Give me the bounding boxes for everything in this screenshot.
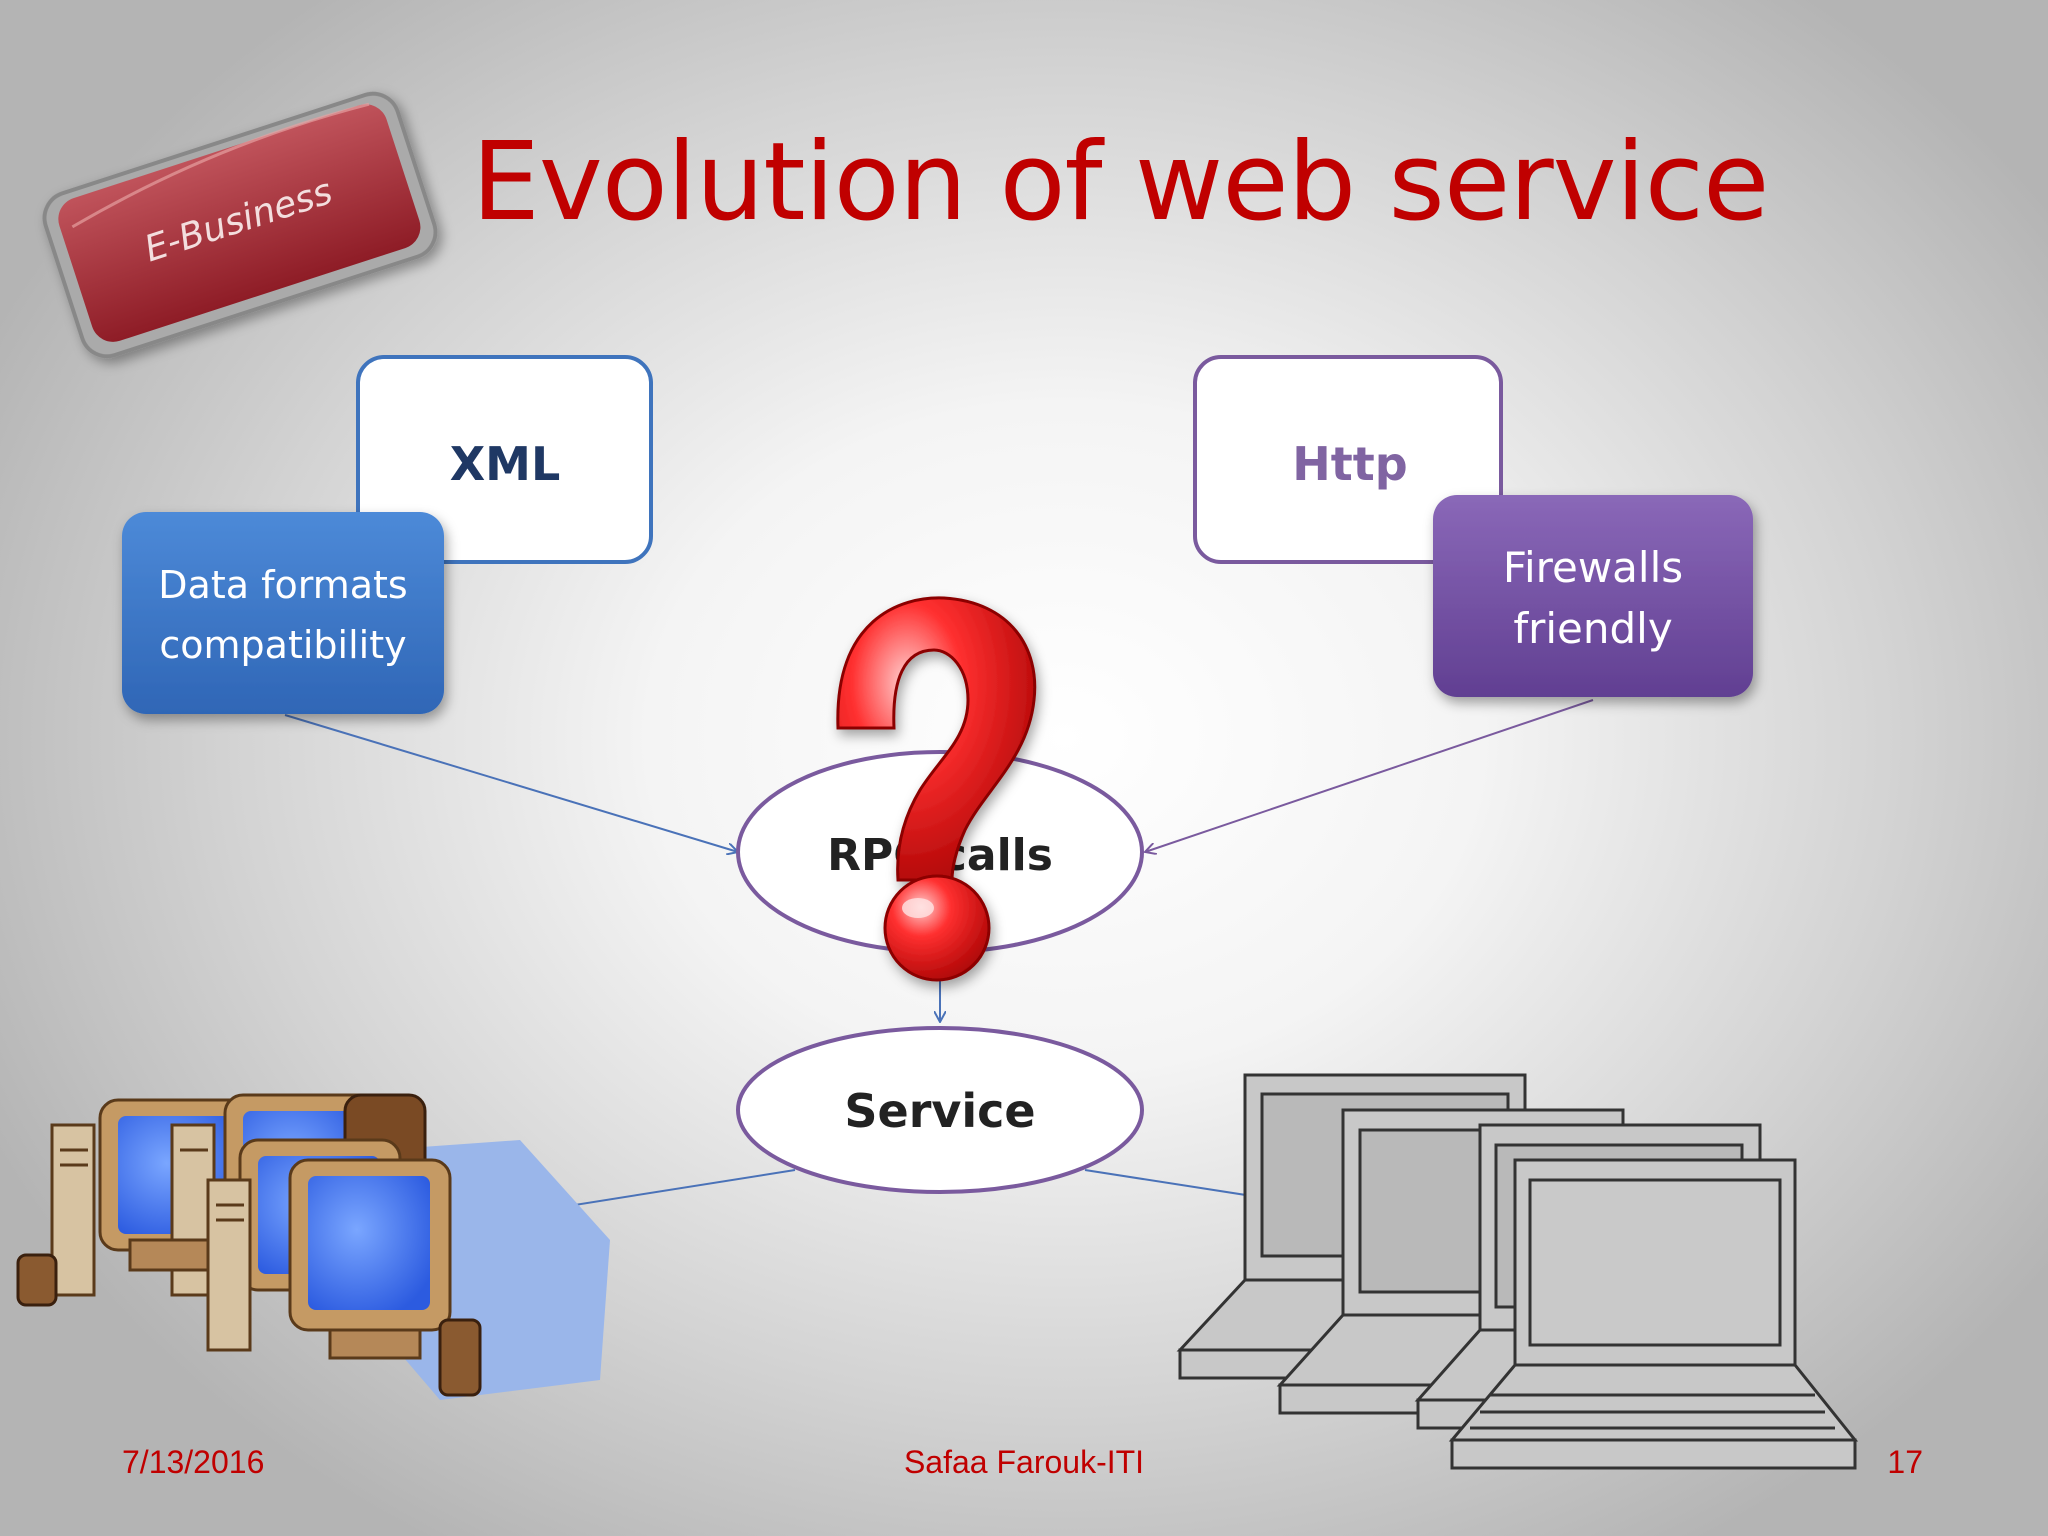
service-label: Service [844,1084,1035,1138]
xml-note-line2: compatibility [159,623,406,667]
question-mark-icon [836,596,1037,982]
http-box: Http [1193,355,1503,564]
footer-author: Safaa Farouk-ITI [903,1444,1145,1480]
desktop-computers-icon [16,1093,610,1400]
slide-title: Evolution of web service [471,120,1770,245]
xml-note-line1: Data formats [158,563,407,607]
http-note-line1: Firewalls [1503,543,1683,592]
service-node: Service [736,1026,1144,1194]
http-label: Http [1292,437,1407,491]
http-note-box: Firewalls friendly [1433,495,1753,697]
footer-page-number: 17 [1887,1444,1923,1480]
footer-date: 7/13/2016 [122,1444,265,1480]
laptops-icon [1176,1073,1859,1470]
http-note-line2: friendly [1513,604,1672,653]
xml-label: XML [450,437,561,491]
http-to-rpc-arrow [1145,699,1594,852]
e-business-logo: E-Business [42,91,438,359]
xml-to-rpc-arrow [284,714,738,852]
xml-box: XML [356,355,653,564]
xml-note-box: Data formats compatibility [122,512,444,714]
